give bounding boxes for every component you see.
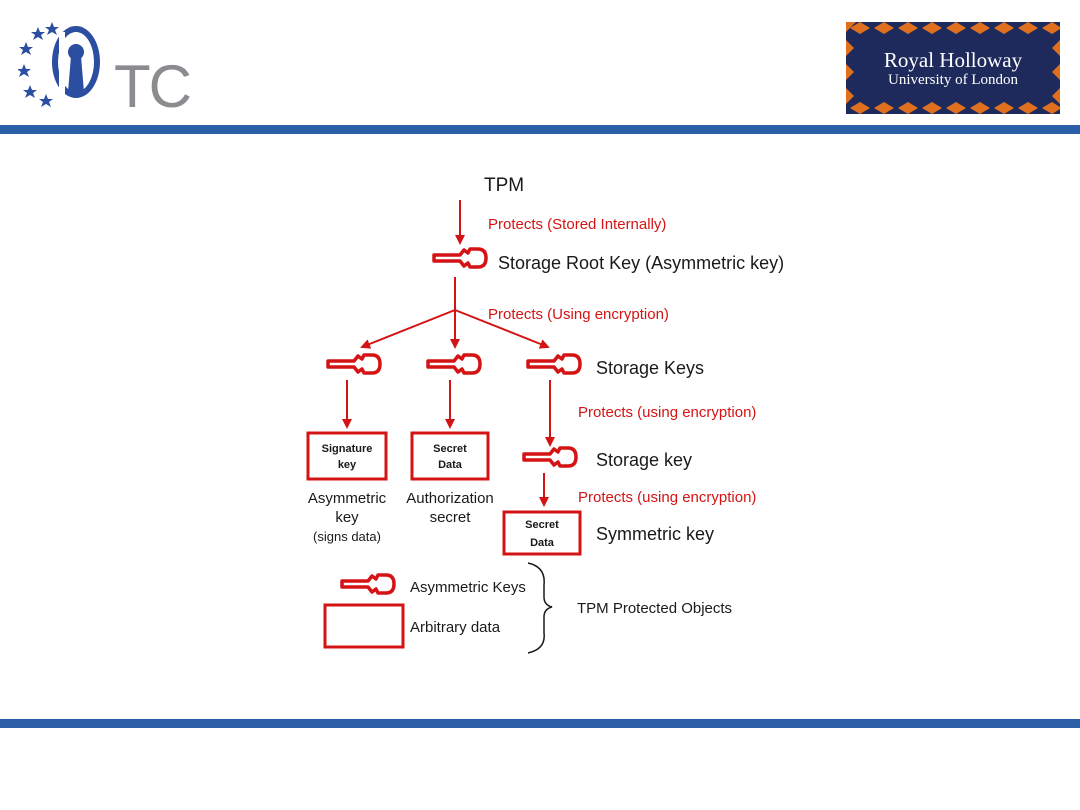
- legend-data-box: [323, 603, 405, 649]
- secret-data-2-box-line2: Data: [530, 537, 555, 549]
- legend-brace: [527, 562, 553, 654]
- tpm-root-label: TPM: [484, 175, 524, 196]
- itc-logo: TC: [17, 22, 193, 120]
- symmetric-key-label: Symmetric key: [596, 524, 714, 544]
- srk-key-icon: [432, 247, 488, 269]
- label-using-encryption-1: Protects (Using encryption): [488, 306, 669, 323]
- arrow-srk-to-key1: [360, 309, 456, 349]
- signature-key-box-line1: Signature: [322, 443, 373, 455]
- signature-key-box-line2: key: [338, 459, 357, 471]
- rh-logo-subtitle: University of London: [888, 71, 1018, 88]
- secret-data-box: [410, 431, 490, 481]
- tpm-key-hierarchy-diagram: TPM Protects (Stored Internally) Storage…: [300, 165, 840, 665]
- legend-group-label: TPM Protected Objects: [577, 600, 732, 617]
- itc-logo-mark: [17, 22, 100, 107]
- itc-logo-text: TC: [114, 53, 192, 120]
- rh-logo-frame: [846, 22, 1060, 114]
- secret-data-box-line1: Secret: [433, 443, 467, 455]
- rh-logo-text: Royal Holloway University of London: [846, 22, 1060, 114]
- legend-arbitrary-data: Arbitrary data: [410, 619, 501, 636]
- secret-data-2-box-line1: Secret: [525, 519, 559, 531]
- itc-stars-icon: [17, 22, 59, 107]
- footer-band: [0, 719, 1080, 728]
- secret-data-2-box: [502, 510, 582, 556]
- diagram-canvas: TPM Protects (Stored Internally) Storage…: [306, 175, 784, 654]
- caption-auth-line2: secret: [430, 509, 472, 526]
- storage-key-icon: [522, 446, 578, 468]
- keyhole-icon: [52, 26, 100, 98]
- header-band: [0, 125, 1080, 134]
- storage-key-2-icon: [426, 353, 482, 375]
- label-stored-internally: Protects (Stored Internally): [488, 216, 666, 233]
- caption-auth-line1: Authorization: [406, 490, 494, 507]
- rh-diamond-border-icon: [846, 22, 1060, 114]
- caption-asym-line2: key: [335, 509, 359, 526]
- caption-asym-line3: (signs data): [313, 529, 381, 544]
- srk-label: Storage Root Key (Asymmetric key): [498, 253, 784, 273]
- storage-key-1-icon: [326, 353, 382, 375]
- signature-key-box: [306, 431, 388, 481]
- legend-asymmetric-keys: Asymmetric Keys: [410, 579, 526, 596]
- label-using-encryption-3: Protects (using encryption): [578, 489, 756, 506]
- label-using-encryption-2: Protects (using encryption): [578, 404, 756, 421]
- storage-keys-label: Storage Keys: [596, 358, 704, 378]
- arrow-srk-to-key3: [454, 309, 550, 349]
- storage-key-3-icon: [526, 353, 582, 375]
- legend-key-icon: [340, 573, 396, 595]
- royal-holloway-logo: Royal Holloway University of London: [846, 22, 1060, 114]
- rh-logo-name: Royal Holloway: [883, 47, 1023, 72]
- caption-asym-line1: Asymmetric: [308, 490, 387, 507]
- secret-data-box-line2: Data: [438, 459, 463, 471]
- storage-key-label: Storage key: [596, 450, 692, 470]
